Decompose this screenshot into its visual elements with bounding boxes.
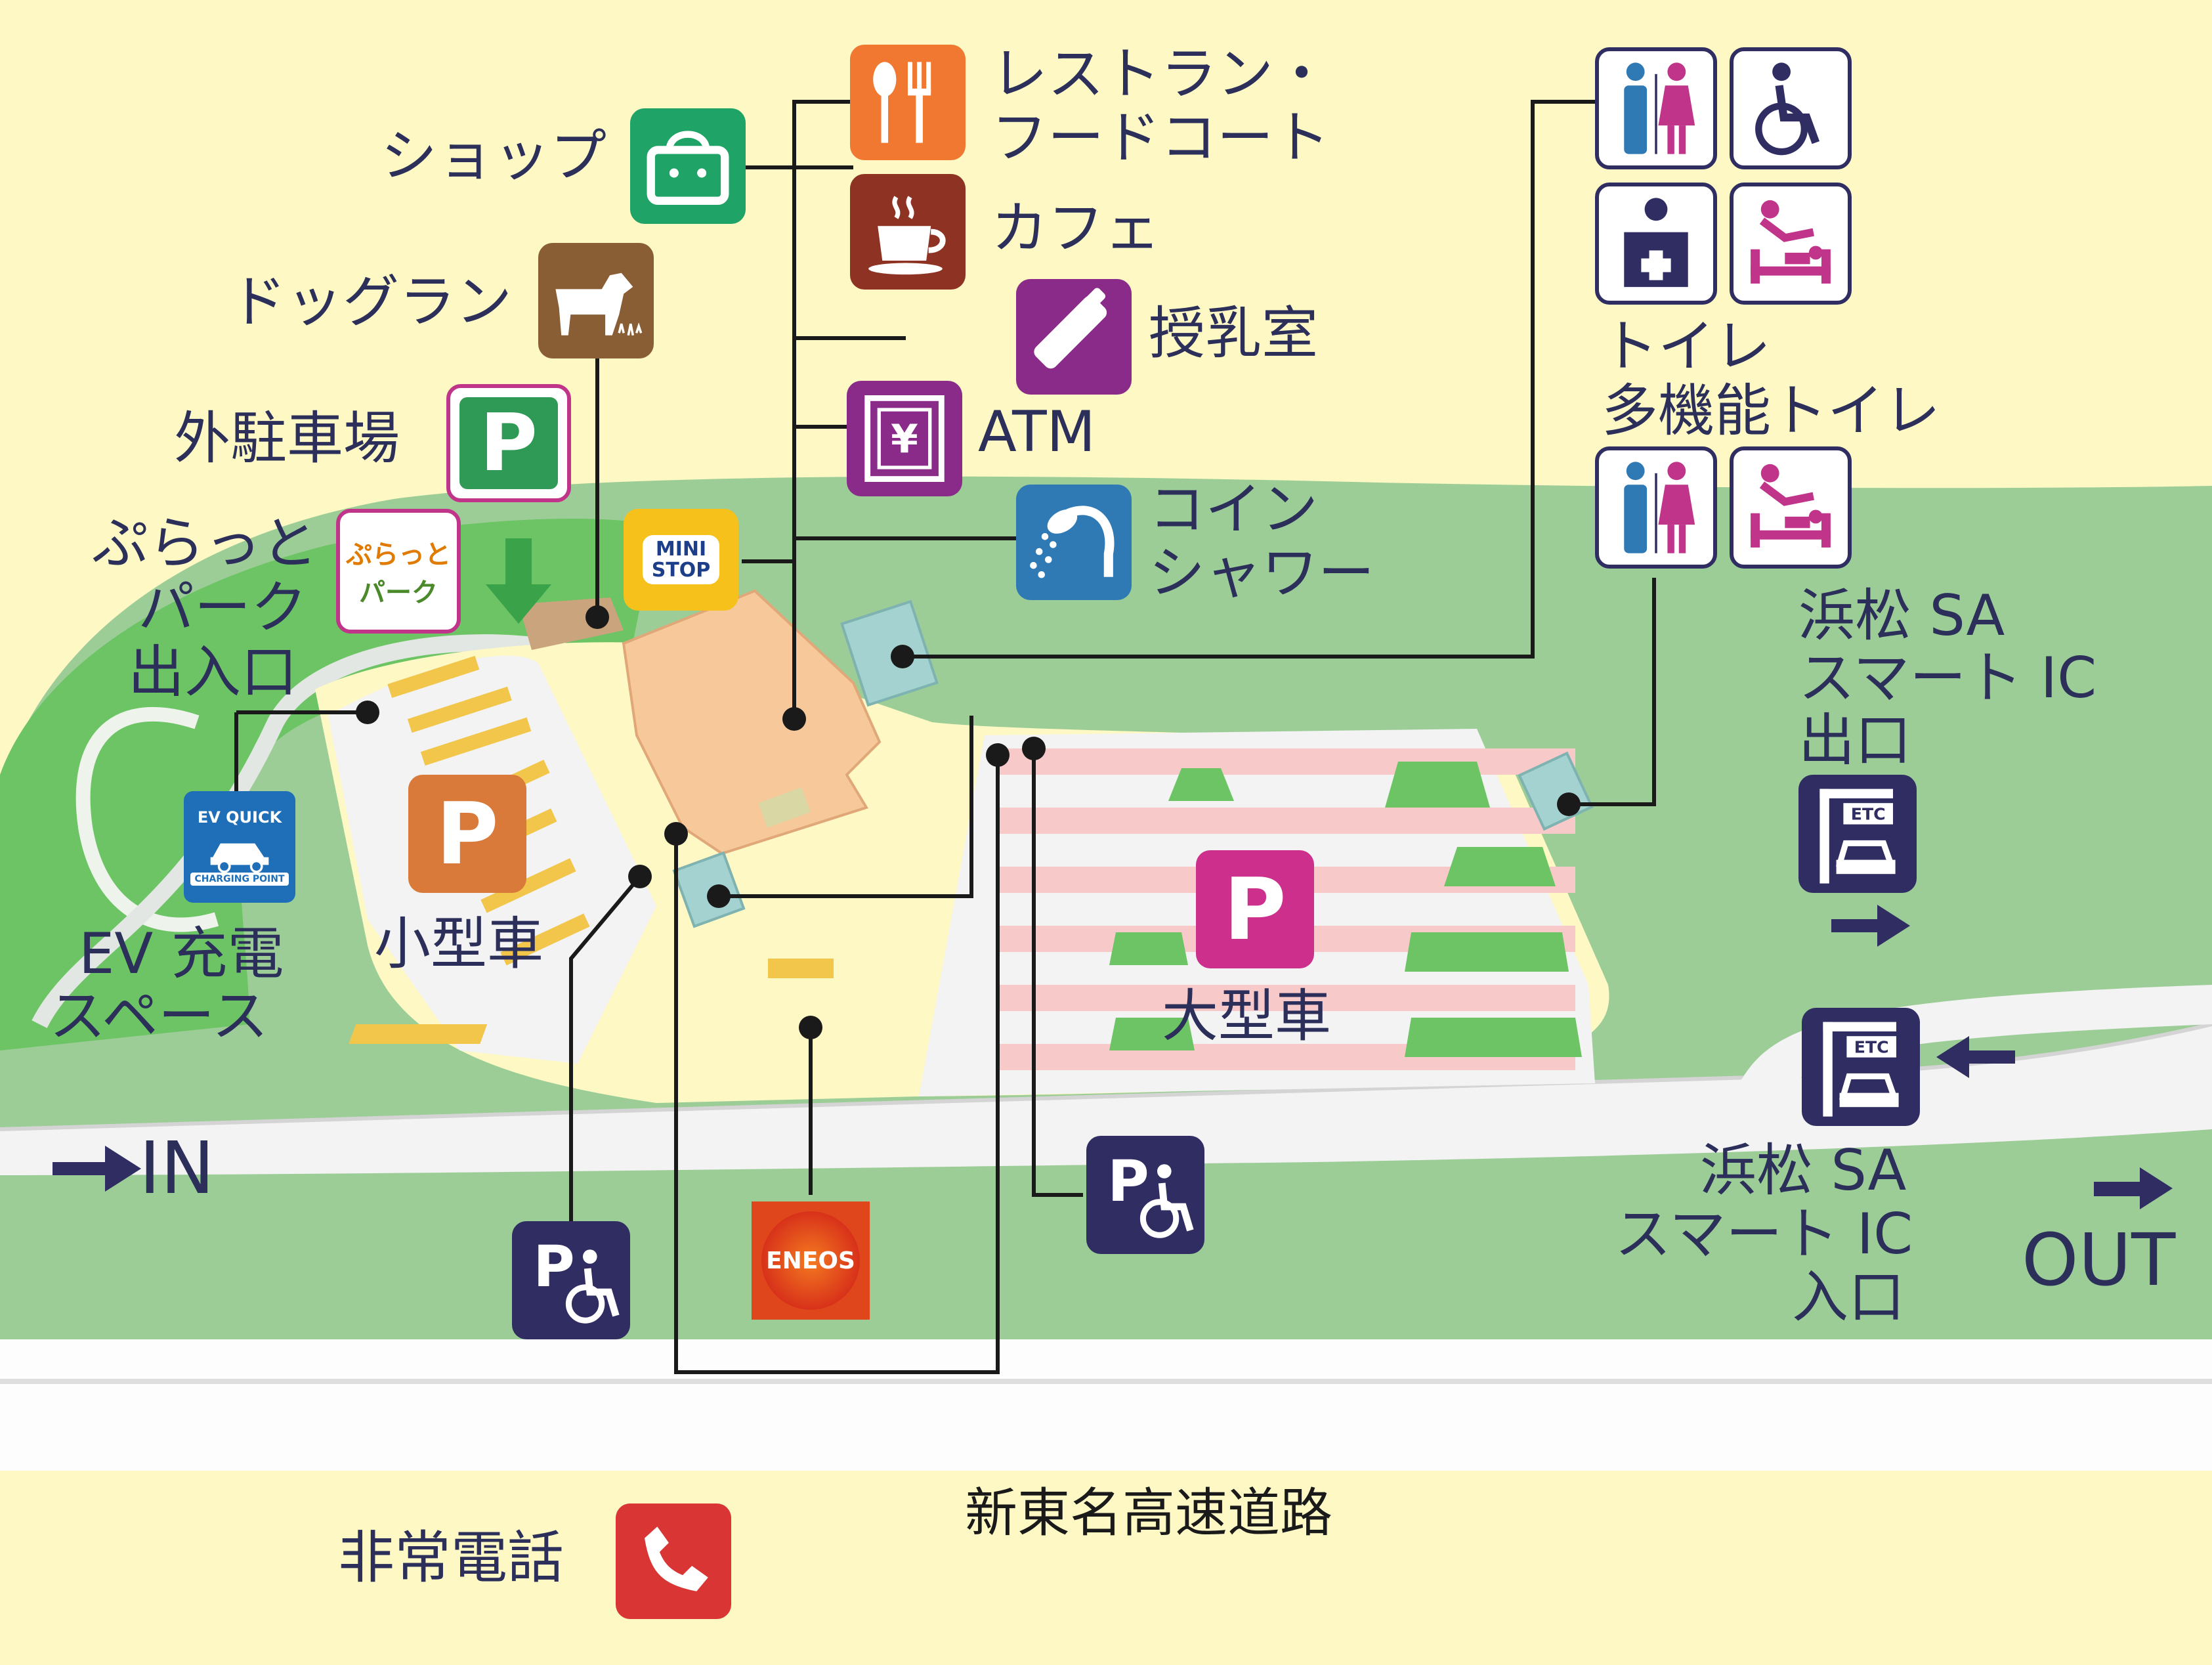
eneos-text: ENEOS — [761, 1211, 860, 1310]
svg-text:¥: ¥ — [891, 416, 918, 462]
restroom-icon — [1595, 446, 1717, 569]
arrow-right-icon — [53, 1146, 141, 1192]
green-arrow — [486, 538, 551, 624]
label-plattopark-2: パーク — [138, 575, 307, 641]
highway-edge — [0, 1379, 2212, 1384]
label-ic-entrance-1: 浜松 SA — [1700, 1138, 1907, 1203]
label-ic-exit-2: スマート IC — [1798, 645, 2097, 711]
eneos-logo: ENEOS — [752, 1201, 870, 1320]
svg-text:P: P — [533, 1234, 574, 1300]
arrow-right-icon — [2094, 1167, 2173, 1209]
small-car-parking-icon: P — [408, 775, 526, 893]
label-shower-2: シャワー — [1149, 540, 1374, 606]
emergency-phone-icon — [616, 1503, 731, 1619]
ev-loop-road — [75, 706, 219, 932]
main-building — [622, 589, 882, 855]
label-outer-parking: 外駐車場 — [174, 406, 400, 471]
fuel-canopy-2 — [349, 1024, 488, 1044]
plattopark-logo-text-2: パーク — [359, 578, 438, 608]
parking-symbol: P — [1223, 859, 1287, 959]
shower-head-icon — [1016, 485, 1132, 600]
wheelchair-icon — [1730, 47, 1852, 169]
restroom-icon — [1595, 47, 1717, 169]
parking-symbol: P — [459, 397, 558, 489]
svg-text:ETC: ETC — [1854, 1037, 1889, 1056]
dog-icon — [538, 243, 654, 358]
ministop-building — [758, 787, 811, 828]
disabled-parking-icon: P — [1086, 1136, 1204, 1254]
parking-symbol: P — [436, 784, 499, 884]
fork-spoon-icon — [850, 45, 966, 160]
label-toilet-2: 多機能トイレ — [1602, 378, 1940, 444]
label-ic-exit-1: 浜松 SA — [1798, 583, 2005, 649]
toilet-block-1 — [840, 599, 939, 707]
label-ic-entrance-3: 入口 — [1792, 1265, 1905, 1330]
out-ramp — [1739, 985, 2212, 1090]
plattopark-logo: ぷらっと パーク — [336, 509, 461, 634]
plattopark-logo-text-1: ぷらっと — [346, 540, 451, 570]
label-highway: 新東名高速道路 — [965, 1482, 1332, 1544]
main-road — [0, 1024, 2212, 1175]
label-restaurant-1: レストラン・ — [991, 41, 1330, 107]
large-car-parking-icon: P — [1196, 850, 1314, 968]
leader-lines — [234, 100, 1656, 1374]
label-large-car: 大型車 — [1162, 984, 1331, 1049]
label-shower-1: コイン — [1149, 477, 1318, 542]
shopping-bag-icon — [630, 108, 746, 224]
label-cafe: カフェ — [991, 196, 1160, 261]
baby-changing-icon — [1730, 446, 1852, 569]
ev-badge-bottom: CHARGING POINT — [190, 873, 289, 886]
ministop-text-1: MINI — [655, 538, 707, 561]
label-ev-1: EV 充電 — [79, 921, 284, 987]
label-dog-run: ドッグラン — [230, 269, 512, 335]
etc-gate-icon: ETC — [1798, 775, 1917, 893]
label-shop: ショップ — [381, 123, 606, 189]
svg-text:ETC: ETC — [1851, 804, 1886, 823]
fuel-canopy-1 — [768, 959, 834, 978]
label-emergency-phone: 非常電話 — [338, 1525, 564, 1591]
first-aid-icon — [1595, 183, 1717, 305]
arrow-right-icon — [1831, 905, 1910, 947]
coffee-cup-icon — [850, 174, 966, 290]
main-road-outline — [0, 1022, 2212, 1131]
yen-atm-icon: ¥ — [847, 381, 962, 496]
large-lot-islands — [1109, 762, 1582, 1057]
label-small-car: 小型車 — [374, 911, 543, 977]
label-plattopark-1: ぷらっと — [92, 511, 318, 576]
access-road-left — [32, 634, 566, 1028]
label-restaurant-2: フードコート — [991, 105, 1330, 171]
label-atm: ATM — [978, 399, 1095, 465]
etc-gate-icon: ETC — [1802, 1008, 1920, 1126]
baby-bottle-icon — [1016, 279, 1132, 395]
label-plattopark-3: 出入口 — [128, 639, 297, 705]
label-ic-entrance-2: スマート IC — [1615, 1201, 1913, 1267]
label-nursing: 授乳室 — [1149, 301, 1318, 366]
svg-text:P: P — [1107, 1149, 1149, 1215]
baby-changing-icon — [1730, 183, 1852, 305]
outer-parking-icon: P — [446, 384, 571, 502]
label-out: OUT — [2022, 1218, 2176, 1302]
toilet-block-2 — [672, 851, 746, 928]
leader-dots — [356, 605, 1581, 1039]
label-ev-2: スペース — [49, 984, 268, 1049]
label-toilet-1: トイレ — [1602, 314, 1771, 379]
ev-badge-top: EV QUICK — [197, 808, 282, 827]
label-ic-exit-3: 出口 — [1798, 708, 1911, 773]
ministop-text-2: STOP — [651, 558, 711, 582]
ev-car-icon: EV QUICK CHARGING POINT — [184, 791, 295, 903]
highway-band — [0, 1339, 2212, 1471]
arrow-left-icon — [1936, 1036, 2015, 1078]
label-in: IN — [139, 1126, 215, 1210]
disabled-parking-icon: P — [512, 1221, 630, 1339]
ministop-logo: MINI STOP — [624, 509, 738, 611]
